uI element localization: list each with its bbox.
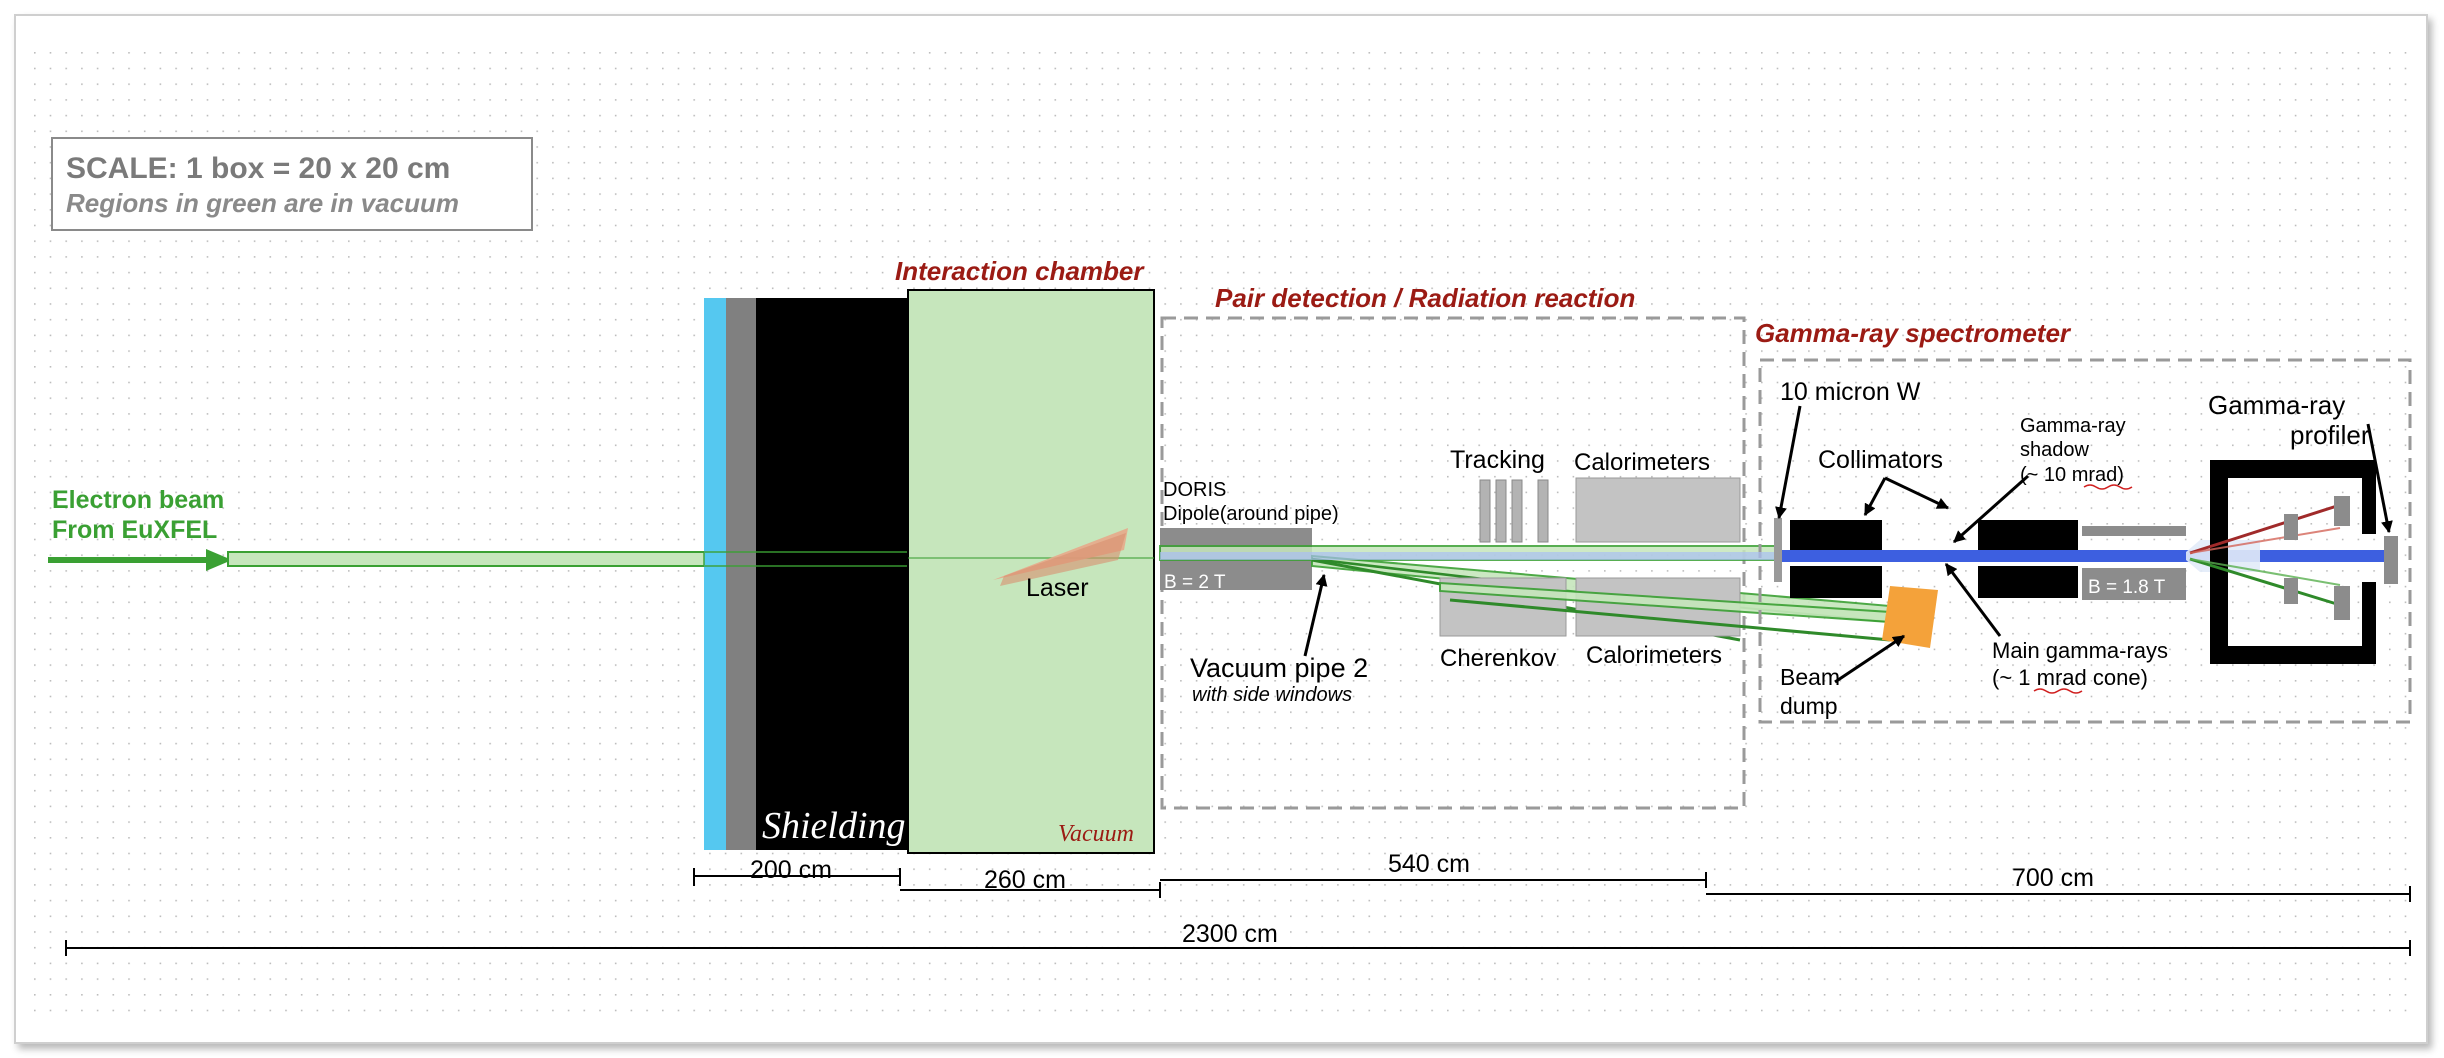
shielding: Shielding bbox=[703, 298, 909, 850]
vacuum-pipe-label: Vacuum pipe 2 bbox=[1190, 653, 1368, 683]
tracking-label: Tracking bbox=[1450, 446, 1545, 474]
profiler-detector-4 bbox=[2334, 586, 2350, 620]
dim-2300-line bbox=[65, 940, 2411, 956]
beam-dump-arrow bbox=[1834, 634, 1905, 684]
profiler-label-line1: Gamma-ray bbox=[2208, 390, 2345, 420]
collimators-label: Collimators bbox=[1818, 446, 1943, 474]
beam-dump bbox=[1882, 586, 1938, 648]
scale-box: SCALE: 1 box = 20 x 20 cm Regions in gre… bbox=[51, 137, 533, 231]
electron-beam-label-line1: Electron beam bbox=[52, 486, 224, 514]
dim-260-line bbox=[900, 882, 1161, 898]
gamma-ray-beam bbox=[1776, 550, 2392, 562]
doris-label-line2: Dipole(around pipe) bbox=[1163, 503, 1339, 525]
gamma-ray-spectrometer: Gamma-ray spectrometer 10 micron W Colli… bbox=[1160, 318, 2412, 724]
gamma-spectrometer-title: Gamma-ray spectrometer bbox=[1755, 318, 2072, 348]
pair-detection-title: Pair detection / Radiation reaction bbox=[1215, 283, 1635, 313]
shadow-label-line3: (~ 10 mrad) bbox=[2020, 464, 2124, 486]
laser-label: Laser bbox=[1026, 574, 1089, 602]
dim-540-label: 540 cm bbox=[1388, 850, 1470, 878]
cherenkov-label: Cherenkov bbox=[1440, 645, 1556, 672]
electron-beam-arrow-head bbox=[206, 549, 232, 571]
shadow-label-line1: Gamma-ray bbox=[2020, 415, 2126, 437]
dim-700-line bbox=[1706, 886, 2411, 902]
shadow-underline bbox=[2083, 484, 2133, 490]
spectrometer-field-label: B = 1.8 T bbox=[2088, 577, 2166, 598]
main-gamma-arrow bbox=[1944, 563, 2002, 637]
dim-200-line bbox=[693, 868, 901, 886]
laser-beam-shape bbox=[993, 528, 1128, 580]
profiler-magnet-left bbox=[2210, 460, 2376, 664]
calorimeters-bottom-label: Calorimeters bbox=[1586, 642, 1722, 669]
dimension-lines: 200 cm 260 cm 540 cm 700 cm 2300 cm bbox=[65, 850, 2411, 956]
main-gamma-underline bbox=[2033, 688, 2083, 694]
doris-label-line1: DORIS bbox=[1163, 479, 1226, 501]
profiler-positron-track-1 bbox=[2189, 503, 2341, 555]
tracking-plane-2 bbox=[1495, 479, 1507, 543]
profiler-magnet-right-bottom bbox=[2362, 582, 2376, 664]
beam-dump-label-line2: dump bbox=[1780, 693, 1838, 719]
main-gamma-label-line2: (~ 1 mrad cone) bbox=[1992, 665, 2148, 690]
gamma-profiler-screen bbox=[2384, 536, 2398, 584]
side-windows-label: with side windows bbox=[1192, 684, 1352, 706]
spectrometer-magnet-bottom bbox=[2082, 568, 2186, 600]
spectrometer-magnet-top bbox=[2082, 526, 2186, 536]
calorimeter-top bbox=[1575, 477, 1741, 543]
interaction-chamber: Interaction chamber Vacuum Laser bbox=[895, 256, 1155, 854]
doris-field-label: B = 2 T bbox=[1164, 572, 1226, 593]
collimator-1-top bbox=[1790, 520, 1882, 550]
dim-540-line bbox=[1160, 872, 1707, 888]
profiler-magnet-right-top bbox=[2362, 460, 2376, 534]
vacuum-pipe-arrow bbox=[1303, 573, 1328, 657]
profiler-arrow bbox=[2366, 423, 2393, 534]
profiler-label-line2: profiler bbox=[2290, 420, 2370, 450]
electron-beam-label-line2: From EuXFEL bbox=[52, 516, 217, 544]
profiler-detector-2 bbox=[2284, 578, 2298, 604]
collimator-arrow-2 bbox=[1884, 476, 1950, 510]
dim-260-label: 260 cm bbox=[984, 866, 1066, 894]
scale-title: SCALE: 1 box = 20 x 20 cm bbox=[66, 152, 450, 185]
profiler-electron-track-1 bbox=[2189, 557, 2341, 607]
dim-200-label: 200 cm bbox=[750, 856, 832, 884]
tracking-plane-1 bbox=[1479, 479, 1491, 543]
tungsten-converter bbox=[1774, 518, 1782, 582]
beam-dump-label-line1: Beam bbox=[1780, 664, 1840, 690]
collimator-1-bottom bbox=[1790, 566, 1882, 598]
interaction-chamber-title: Interaction chamber bbox=[895, 256, 1145, 286]
tracking-plane-4 bbox=[1537, 479, 1549, 543]
tungsten-label: 10 micron W bbox=[1780, 378, 1921, 406]
tungsten-arrow bbox=[1775, 405, 1802, 520]
profiler-detector-1 bbox=[2284, 514, 2298, 540]
dim-700-label: 700 cm bbox=[2012, 864, 2094, 892]
tracking-plane-3 bbox=[1511, 479, 1523, 543]
dim-2300-label: 2300 cm bbox=[1182, 920, 1278, 948]
electron-beam-source: Electron beam From EuXFEL bbox=[48, 486, 232, 571]
collimator-2-top bbox=[1978, 520, 2078, 550]
shielding-label: Shielding bbox=[762, 805, 906, 847]
main-gamma-label-line1: Main gamma-rays bbox=[1992, 638, 2168, 663]
shadow-label-line2: shadow bbox=[2020, 439, 2089, 461]
shadow-arrow bbox=[1953, 474, 2029, 544]
collimator-arrow-1 bbox=[1863, 477, 1887, 517]
calorimeters-top-label: Calorimeters bbox=[1574, 449, 1710, 476]
profiler-detector-3 bbox=[2334, 496, 2350, 526]
collimator-2-bottom bbox=[1978, 566, 2078, 598]
scale-subtitle: Regions in green are in vacuum bbox=[66, 188, 459, 218]
vacuum-label: Vacuum bbox=[1058, 821, 1134, 847]
